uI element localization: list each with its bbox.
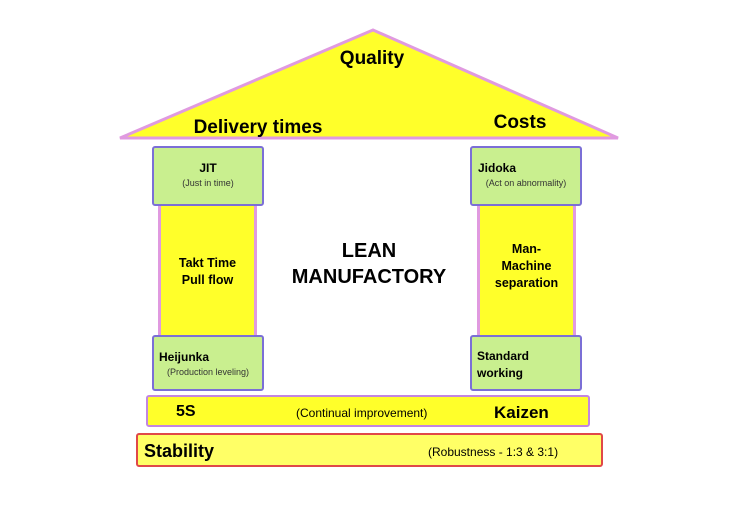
left-pillar-middle-line1: Takt Time (178, 256, 237, 270)
heijunka-title: Heijunka (159, 350, 210, 364)
right-pillar-middle: Man- Machine separation (477, 200, 576, 340)
stability-label: Stability (144, 441, 215, 461)
right-pillar-top-jidoka: Jidoka (Act on abnormality) (470, 146, 582, 206)
right-pillar-middle-line3: separation (494, 276, 559, 290)
center-title-line1: LEAN (341, 240, 397, 262)
stability-band: Stability (Robustness - 1:3 & 3:1) (136, 433, 603, 467)
right-pillar-middle-line1: Man- (511, 242, 542, 256)
kaizen-band-continual: (Continual improvement) (296, 406, 428, 420)
roof-quality-label: Quality (339, 48, 405, 69)
roof-triangle (119, 28, 619, 140)
heijunka-subtitle: (Production leveling) (166, 367, 250, 377)
robustness-label: (Robustness - 1:3 & 3:1) (428, 445, 559, 459)
left-pillar-middle-line2: Pull flow (181, 273, 234, 287)
standard-line1: Standard (477, 349, 530, 363)
kaizen-band-kaizen: Kaizen (494, 403, 549, 422)
jit-subtitle: (Just in time) (182, 178, 234, 188)
left-pillar-top-jit: JIT (Just in time) (152, 146, 264, 206)
kaizen-band-5s: 5S (176, 403, 196, 420)
standard-line2: working (477, 366, 524, 380)
right-pillar-middle-line2: Machine (501, 259, 552, 273)
jidoka-subtitle: (Act on abnormality) (485, 178, 567, 188)
right-pillar-bottom-standard: Standard working (470, 335, 582, 391)
kaizen-band: 5S (Continual improvement) Kaizen (146, 395, 590, 427)
left-pillar-bottom-heijunka: Heijunka (Production leveling) (152, 335, 264, 391)
jidoka-title: Jidoka (478, 161, 517, 175)
jit-title: JIT (199, 161, 217, 175)
roof-delivery-label: Delivery times (193, 117, 323, 138)
roof-costs-label: Costs (493, 112, 547, 133)
left-pillar-middle: Takt Time Pull flow (158, 200, 257, 340)
center-title-line2: MANUFACTORY (291, 266, 447, 288)
